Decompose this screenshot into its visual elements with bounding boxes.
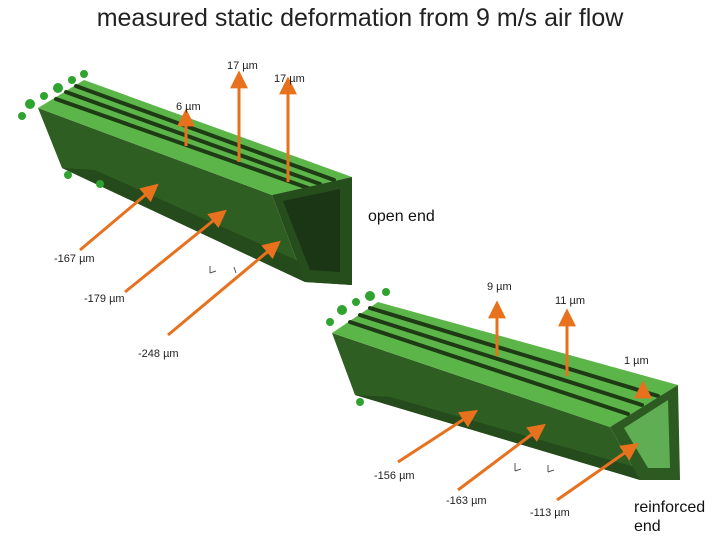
beam1-mounting-markers bbox=[18, 70, 104, 188]
beam2-underside bbox=[355, 395, 680, 480]
label-beam1-t3: 6 µm bbox=[176, 101, 201, 113]
label-beam2-t2: 11 µm bbox=[555, 295, 585, 307]
beam2-side-face bbox=[332, 333, 640, 480]
label-beam2-t3: 1 µm bbox=[624, 355, 649, 367]
label-beam2-s2: -163 µm bbox=[446, 495, 487, 507]
beam2-mounting-markers bbox=[326, 288, 390, 406]
beam2-arrows bbox=[397, 300, 652, 502]
label-beam1-s1: -167 µm bbox=[54, 253, 95, 265]
arrow-beam2-s3 bbox=[556, 442, 639, 502]
label-reinforced-end-line1: reinforced bbox=[634, 499, 705, 516]
label-beam1-s3: -248 µm bbox=[138, 348, 179, 360]
arrow-beam2-s1 bbox=[397, 410, 479, 464]
arrow-beam1-s1 bbox=[79, 183, 159, 252]
arrow-beam1-s2 bbox=[124, 209, 227, 294]
label-beam2-t1: 9 µm bbox=[487, 281, 512, 293]
label-beam1-s2: -179 µm bbox=[84, 293, 125, 305]
beam1-arrows bbox=[79, 70, 297, 337]
beam2-end-window bbox=[624, 400, 670, 468]
label-beam2-s1: -156 µm bbox=[374, 470, 415, 482]
label-beam2-s3: -113 µm bbox=[530, 507, 570, 519]
arrow-beam2-s2 bbox=[457, 423, 546, 492]
beam2-grooves bbox=[348, 306, 660, 416]
beam1-grooves bbox=[54, 84, 336, 190]
label-beam1-t1: 17 µm bbox=[227, 60, 258, 72]
beam1-open-end-cavity bbox=[283, 189, 340, 272]
axis-glyph-1 bbox=[209, 266, 237, 274]
arrow-beam1-s3 bbox=[167, 240, 281, 337]
label-open-end: open end bbox=[368, 208, 435, 225]
label-beam1-t2: 17 µm bbox=[274, 73, 305, 85]
label-reinforced-end-line2: end bbox=[634, 518, 661, 535]
axis-glyph-2 bbox=[514, 463, 555, 473]
beam-reinforced-end bbox=[326, 288, 680, 480]
diagram-title: measured static deformation from 9 m/s a… bbox=[96, 4, 624, 32]
